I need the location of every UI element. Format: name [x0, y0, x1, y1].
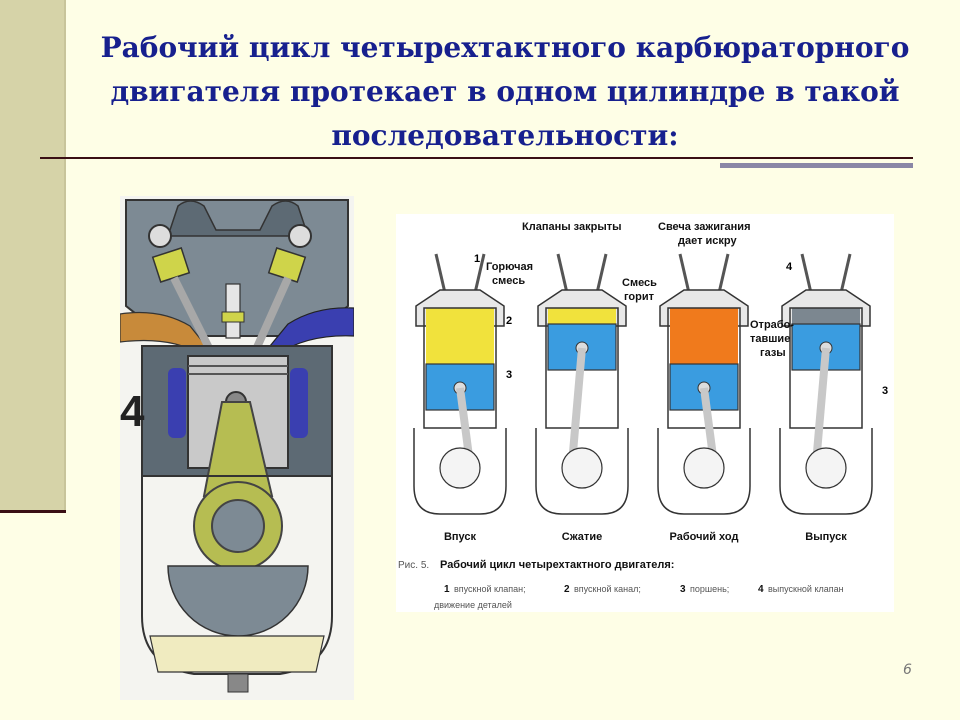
legend-number: 3 — [680, 584, 686, 595]
slide-sidebar — [0, 0, 66, 512]
callout-valves-closed: Клапаны закрыты — [522, 221, 622, 233]
callout-num-3a: 3 — [506, 369, 512, 381]
legend-text: впускной канал; — [574, 584, 641, 594]
crankshaft — [683, 447, 725, 489]
crankshaft — [561, 447, 603, 489]
four-stroke-diagram: Впуск Сжатие Рабочий ход Выпуск Клапаны зак… — [396, 214, 894, 612]
legend-text: впускной клапан; — [454, 584, 526, 594]
stroke-1: Впуск — [413, 253, 507, 543]
cylinder-wall — [667, 307, 741, 429]
title-underline — [40, 157, 913, 159]
connecting-rod — [568, 347, 586, 465]
stroke-2: Сжатие — [535, 253, 629, 543]
engine-cross-section: 4 — [120, 196, 354, 700]
callout-num-1: 1 — [474, 253, 480, 265]
title-underline-accent — [720, 163, 913, 168]
stroke-label: Сжатие — [562, 531, 602, 543]
cylinder-wall — [545, 307, 619, 429]
crankshaft — [805, 447, 847, 489]
legend-number: 2 — [564, 584, 570, 595]
combustion-chamber — [670, 308, 738, 364]
crankcase — [657, 428, 751, 515]
crankcase — [413, 428, 507, 515]
callout-exhaust-1: Отрабо- — [750, 319, 794, 331]
caption-title: Рабочий цикл четырехтактного двигателя: — [440, 559, 674, 571]
combustion-chamber — [792, 308, 860, 324]
stroke-cylinders: Впуск Сжатие Рабочий ход Выпуск — [413, 253, 873, 543]
callout-burning-2: горит — [624, 291, 655, 303]
callout-spark-1: Свеча зажигания — [658, 221, 751, 233]
callout-exhaust-2: тавшие — [750, 333, 790, 345]
crankcase — [535, 428, 629, 515]
figure-label: 4 — [120, 387, 145, 436]
legend-number: 4 — [758, 584, 764, 595]
caption-prefix: Рис. 5. — [398, 560, 429, 571]
slide-title: Рабочий цикл четырехтактного карбюраторн… — [100, 31, 910, 152]
stroke-label: Впуск — [444, 531, 477, 543]
callout-num-4: 4 — [786, 261, 793, 273]
connecting-rod — [812, 347, 830, 465]
stroke-3: Рабочий ход — [657, 253, 751, 543]
stroke-label: Выпуск — [805, 531, 847, 543]
crankcase — [779, 428, 873, 515]
legend-text: выпускной клапан — [768, 584, 844, 594]
callout-fuel-2: смесь — [492, 275, 525, 287]
callout-num-2: 2 — [506, 315, 512, 327]
callout-exhaust-3: газы — [760, 347, 786, 359]
legend-text: поршень; — [690, 584, 729, 594]
crankshaft — [439, 447, 481, 489]
cylinder-wall — [423, 307, 497, 429]
callout-spark-2: дает искру — [678, 235, 737, 247]
slide-number: 6 — [903, 662, 912, 678]
sidebar-divider — [0, 510, 66, 513]
stroke-label: Рабочий ход — [670, 531, 739, 543]
callout-num-3b: 3 — [882, 385, 888, 397]
callout-fuel-1: Горючая — [486, 261, 533, 273]
legend-number: 1 — [444, 584, 450, 595]
callout-burning-1: Смесь — [622, 277, 657, 289]
caption-tail: движение деталей — [434, 600, 512, 610]
caption-legend: 1 впускной клапан; 2 впускной канал; 3 поршен… — [444, 584, 844, 595]
combustion-chamber — [426, 308, 494, 364]
combustion-chamber — [548, 308, 616, 324]
stroke-4: Выпуск — [779, 253, 873, 543]
cylinder-wall — [789, 307, 863, 429]
